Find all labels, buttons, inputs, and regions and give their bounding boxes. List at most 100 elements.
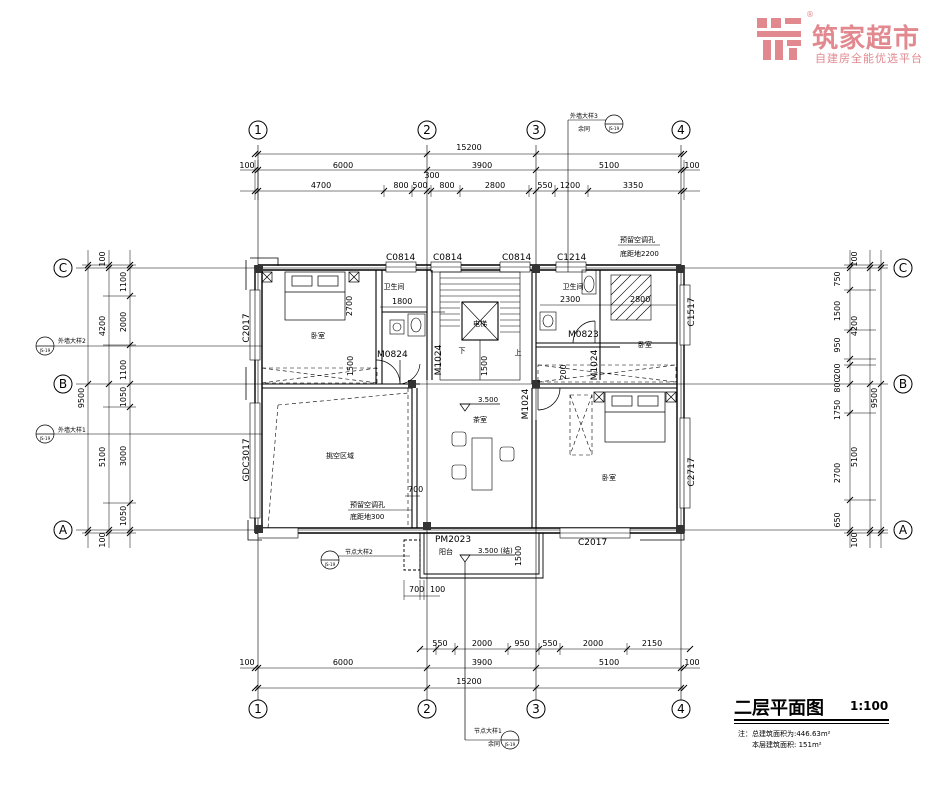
dimension-tick	[126, 261, 134, 269]
room-void: 挑空区域	[326, 451, 354, 460]
dim-misc-700-out: 700	[409, 585, 424, 594]
dimension-tick	[126, 499, 134, 507]
dim-left-seg-4: 3000	[119, 446, 128, 466]
dimension-tick	[126, 264, 134, 272]
label-c1214: C1214	[557, 253, 586, 263]
grid-label-1-bottom: 1	[254, 702, 262, 716]
dim-bottom-open-3: 550	[542, 639, 557, 648]
bed-se	[593, 391, 677, 443]
dim-misc-2800: 2800	[630, 295, 650, 304]
dim-misc-100-out: 100	[430, 585, 445, 594]
brand-name: 筑家超市	[812, 24, 921, 54]
dimension-tick	[84, 529, 92, 537]
dimension-tick	[254, 150, 262, 158]
dim-misc-1500-b: 1500	[480, 356, 489, 376]
dimension-tick	[846, 380, 854, 388]
dim-left-seg-2: 1100	[119, 360, 128, 380]
dimension-tick	[877, 264, 885, 272]
dim-top-open-6: 1200	[560, 181, 580, 190]
dim-bottom-open-4: 2000	[583, 639, 603, 648]
grid-label-4-bottom: 4	[677, 702, 685, 716]
room-bedroom-nw: 卧室	[311, 331, 325, 340]
grid-bubble-2-top	[417, 120, 437, 140]
room-bathroom-e: 卫生间	[563, 282, 584, 291]
dim-misc-2700: 2700	[345, 296, 354, 316]
dimension-tick	[84, 261, 92, 269]
dim-top-open-5: 550	[537, 181, 552, 190]
grid-label-b-right: B	[899, 377, 907, 391]
dim-left-seg-5: 1050	[119, 506, 128, 526]
level-balcony: 3.500 (结)	[478, 546, 513, 555]
dim-misc-1800: 1800	[392, 297, 412, 306]
label-c2717: C2717	[687, 457, 697, 486]
label-m0824: M0824	[377, 350, 408, 360]
dim-bottom-open-2: 950	[514, 639, 529, 648]
dimension-tick	[680, 684, 688, 692]
label-c0814-2: C0814	[433, 253, 462, 263]
dimension-tick	[535, 645, 543, 653]
dim-bottom-bay-0: 100	[239, 658, 254, 667]
dimension-tick	[105, 261, 113, 269]
bed-ne	[610, 274, 652, 321]
callout-num-wall1: JS-19	[39, 436, 51, 441]
label-pm2023: PM2023	[435, 535, 471, 545]
windows	[249, 261, 691, 539]
ac-note-underlines	[348, 244, 660, 511]
dim-right-seg-6: 2700	[833, 463, 842, 483]
dimension-tick	[423, 150, 431, 158]
dimension-tick	[866, 380, 874, 388]
level-tea: 3.500	[478, 396, 498, 404]
dimension-tick	[105, 264, 113, 272]
note-total-area: 注：总建筑面积为:446.63m²	[738, 730, 831, 738]
dimension-tick	[866, 261, 874, 269]
dim-right-bay-3: 100	[850, 532, 859, 547]
room-stair-down: 下	[459, 347, 466, 355]
dim-top-bay-3: 5100	[599, 161, 619, 170]
grid-bubble-2-bottom	[417, 699, 437, 719]
dimension-tick	[686, 645, 694, 653]
dim-left-bay-3: 100	[98, 532, 107, 547]
plan-scale: 1:100	[850, 699, 889, 713]
dimension-tick	[680, 187, 688, 195]
dimension-tick	[456, 187, 464, 195]
grid-label-b-left: B	[59, 377, 67, 391]
callout-wall3: 外墙大样3	[570, 112, 598, 120]
dimension-tick	[677, 166, 685, 174]
grid-label-4-top: 4	[677, 123, 685, 137]
dim-top-overall: 15200	[456, 143, 481, 152]
dimension-tick	[126, 341, 134, 349]
callout-node2: 节点大样2	[345, 548, 373, 556]
grid-bubble-b-left	[53, 374, 73, 394]
callout-bubbles	[35, 114, 624, 750]
grid-bubble-3-top	[526, 120, 546, 140]
dimension-tick	[254, 664, 262, 672]
label-m0823: M0823	[568, 330, 599, 340]
dim-right-seg-7: 650	[833, 512, 842, 527]
dimension-tick	[416, 645, 424, 653]
grid-label-3-bottom: 3	[532, 702, 540, 716]
dim-bottom-bay-2: 3900	[472, 658, 492, 667]
callout-wall2: 外墙大样2	[58, 337, 86, 345]
level-markers	[459, 403, 515, 740]
dimension-tick	[251, 684, 259, 692]
dimension-tick	[677, 150, 685, 158]
dim-bottom-open-5: 2150	[642, 639, 662, 648]
dimension-tick	[525, 187, 533, 195]
dimension-tick	[584, 187, 592, 195]
dimension-tick	[504, 645, 512, 653]
grid-label-2-bottom: 2	[423, 702, 431, 716]
dimension-tick	[846, 261, 854, 269]
grid-label-a-left: A	[59, 523, 68, 537]
grid-label-a-right: A	[899, 523, 908, 537]
dim-top-open-7: 3350	[623, 181, 643, 190]
dim-top-open-0: 4700	[311, 181, 331, 190]
dim-bottom-overall: 15200	[456, 677, 481, 686]
dimension-tick	[408, 187, 416, 195]
dimension-tick	[254, 166, 262, 174]
dimension-tick	[680, 664, 688, 672]
grid-label-c-left: C	[59, 261, 67, 275]
dimension-tick	[623, 645, 631, 653]
dim-misc-1500-a: 1500	[346, 356, 355, 376]
dim-bottom-bay-1: 6000	[333, 658, 353, 667]
